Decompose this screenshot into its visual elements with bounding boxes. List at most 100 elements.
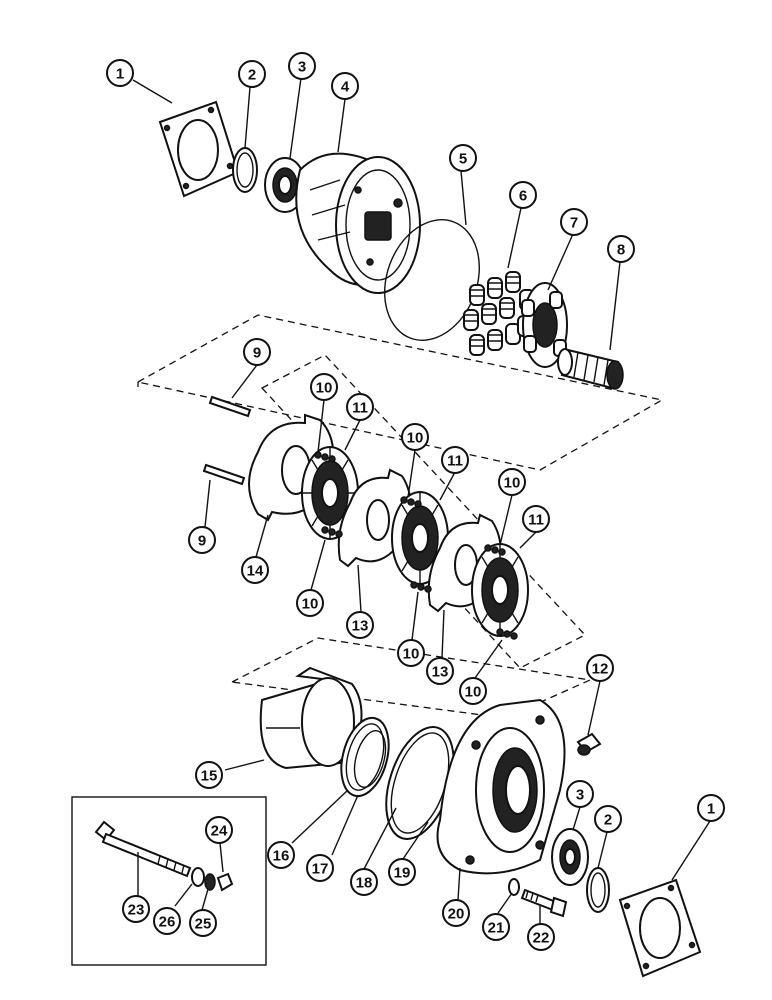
callout-number: 10 [302,596,319,613]
callout-number: 20 [448,906,465,923]
callout-3: 3 [288,52,316,80]
snap-ring-top [232,147,258,193]
callout-circle [241,556,269,584]
callout-number: 1 [707,801,715,818]
callout-2: 2 [238,60,266,88]
gasket-top [158,100,240,198]
callout-number: 26 [159,914,176,931]
callout-circle [697,794,725,822]
grease-fitting [576,732,602,756]
callout-number: 11 [352,400,368,417]
callout-number: 24 [211,823,228,840]
clutch-springs [463,271,535,356]
clutch-drum [295,152,421,294]
callout-circle [482,913,510,941]
callout-number: 10 [504,475,521,492]
callout-16: 16 [267,841,295,869]
leader-lines [132,77,711,924]
callout-number: 15 [201,768,218,785]
callout-10: 10 [397,639,425,667]
callout-17: 17 [306,854,334,882]
callout-circle [388,858,416,886]
callout-circle [346,611,374,639]
callout-circle [350,868,378,896]
callout-11: 11 [441,446,469,474]
callout-5: 5 [449,144,477,172]
callout-circle [607,235,635,263]
friction-disc-3 [471,543,529,637]
callout-circle [442,899,470,927]
callout-20: 20 [442,899,470,927]
callout-circle [296,589,324,617]
callout-number: 7 [570,215,578,232]
callout-10: 10 [296,589,324,617]
callout-number: 14 [247,563,264,580]
callout-3: 3 [566,780,594,808]
callout-13: 13 [346,611,374,639]
callout-number: 17 [312,861,329,878]
callout-circle [195,761,223,789]
callout-23: 23 [122,895,150,923]
callout-circle [106,59,134,87]
callout-1: 1 [106,59,134,87]
callout-circle [205,816,233,844]
hardware-inset [71,796,267,966]
splined-shaft [557,348,624,390]
callout-15: 15 [195,761,223,789]
callout-circle [522,505,550,533]
callout-number: 2 [604,812,612,829]
callout-number: 11 [528,512,544,529]
callout-circle [189,909,217,937]
callout-9: 9 [243,338,271,366]
callout-circle [267,841,295,869]
callout-11: 11 [522,505,550,533]
bolt-22 [520,888,568,918]
callout-10: 10 [401,423,429,451]
callout-number: 23 [128,902,145,919]
callout-14: 14 [241,556,269,584]
callout-number: 19 [394,865,411,882]
callout-number: 3 [576,787,584,804]
callout-circle [306,854,334,882]
callout-number: 9 [253,345,261,362]
callout-10: 10 [498,468,526,496]
callout-10: 10 [459,677,487,705]
callout-number: 16 [273,848,290,865]
callout-circle [459,677,487,705]
callout-circle [401,423,429,451]
callout-9: 9 [188,526,216,554]
callout-circle [122,895,150,923]
callout-circle [153,907,181,935]
piston-sleeve [259,666,363,770]
callout-circle [238,60,266,88]
callout-8: 8 [607,235,635,263]
detent-balls [314,451,518,640]
callout-2: 2 [594,805,622,833]
callout-number: 13 [352,618,369,635]
callout-circle [243,338,271,366]
snap-ring-bottom [586,867,610,913]
callout-number: 3 [298,59,306,76]
callout-26: 26 [153,907,181,935]
callout-number: 8 [617,242,625,259]
callout-number: 1 [116,66,124,83]
seal-ring-16-17 [340,716,390,798]
callout-number: 6 [519,188,527,205]
callout-4: 4 [331,72,359,100]
callout-circle [566,780,594,808]
callout-circle [426,657,454,685]
callout-number: 12 [592,661,609,678]
callout-number: 18 [356,875,373,892]
callout-number: 10 [316,380,333,397]
washer-21 [508,878,520,896]
callout-22: 22 [527,923,555,951]
dashed-outline-housing [229,637,593,719]
callout-circle [498,468,526,496]
callout-13: 13 [426,657,454,685]
callout-circle [188,526,216,554]
callout-19: 19 [388,858,416,886]
callout-number: 13 [432,664,449,681]
callout-circle [331,72,359,100]
callout-number: 22 [533,930,550,947]
